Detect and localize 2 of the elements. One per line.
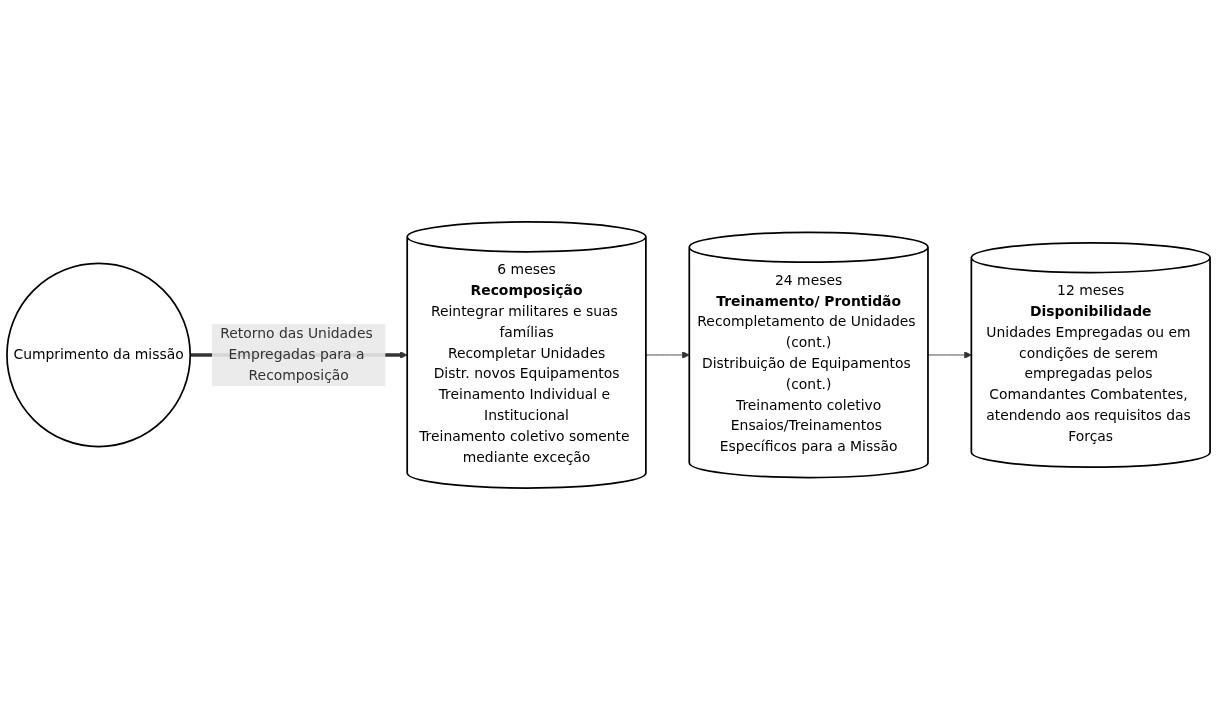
- node-circle: Cumprimento da missão: [6, 262, 192, 447]
- edge-label: Retorno das Unidades Empregadas para a Recomposição: [220, 324, 373, 384]
